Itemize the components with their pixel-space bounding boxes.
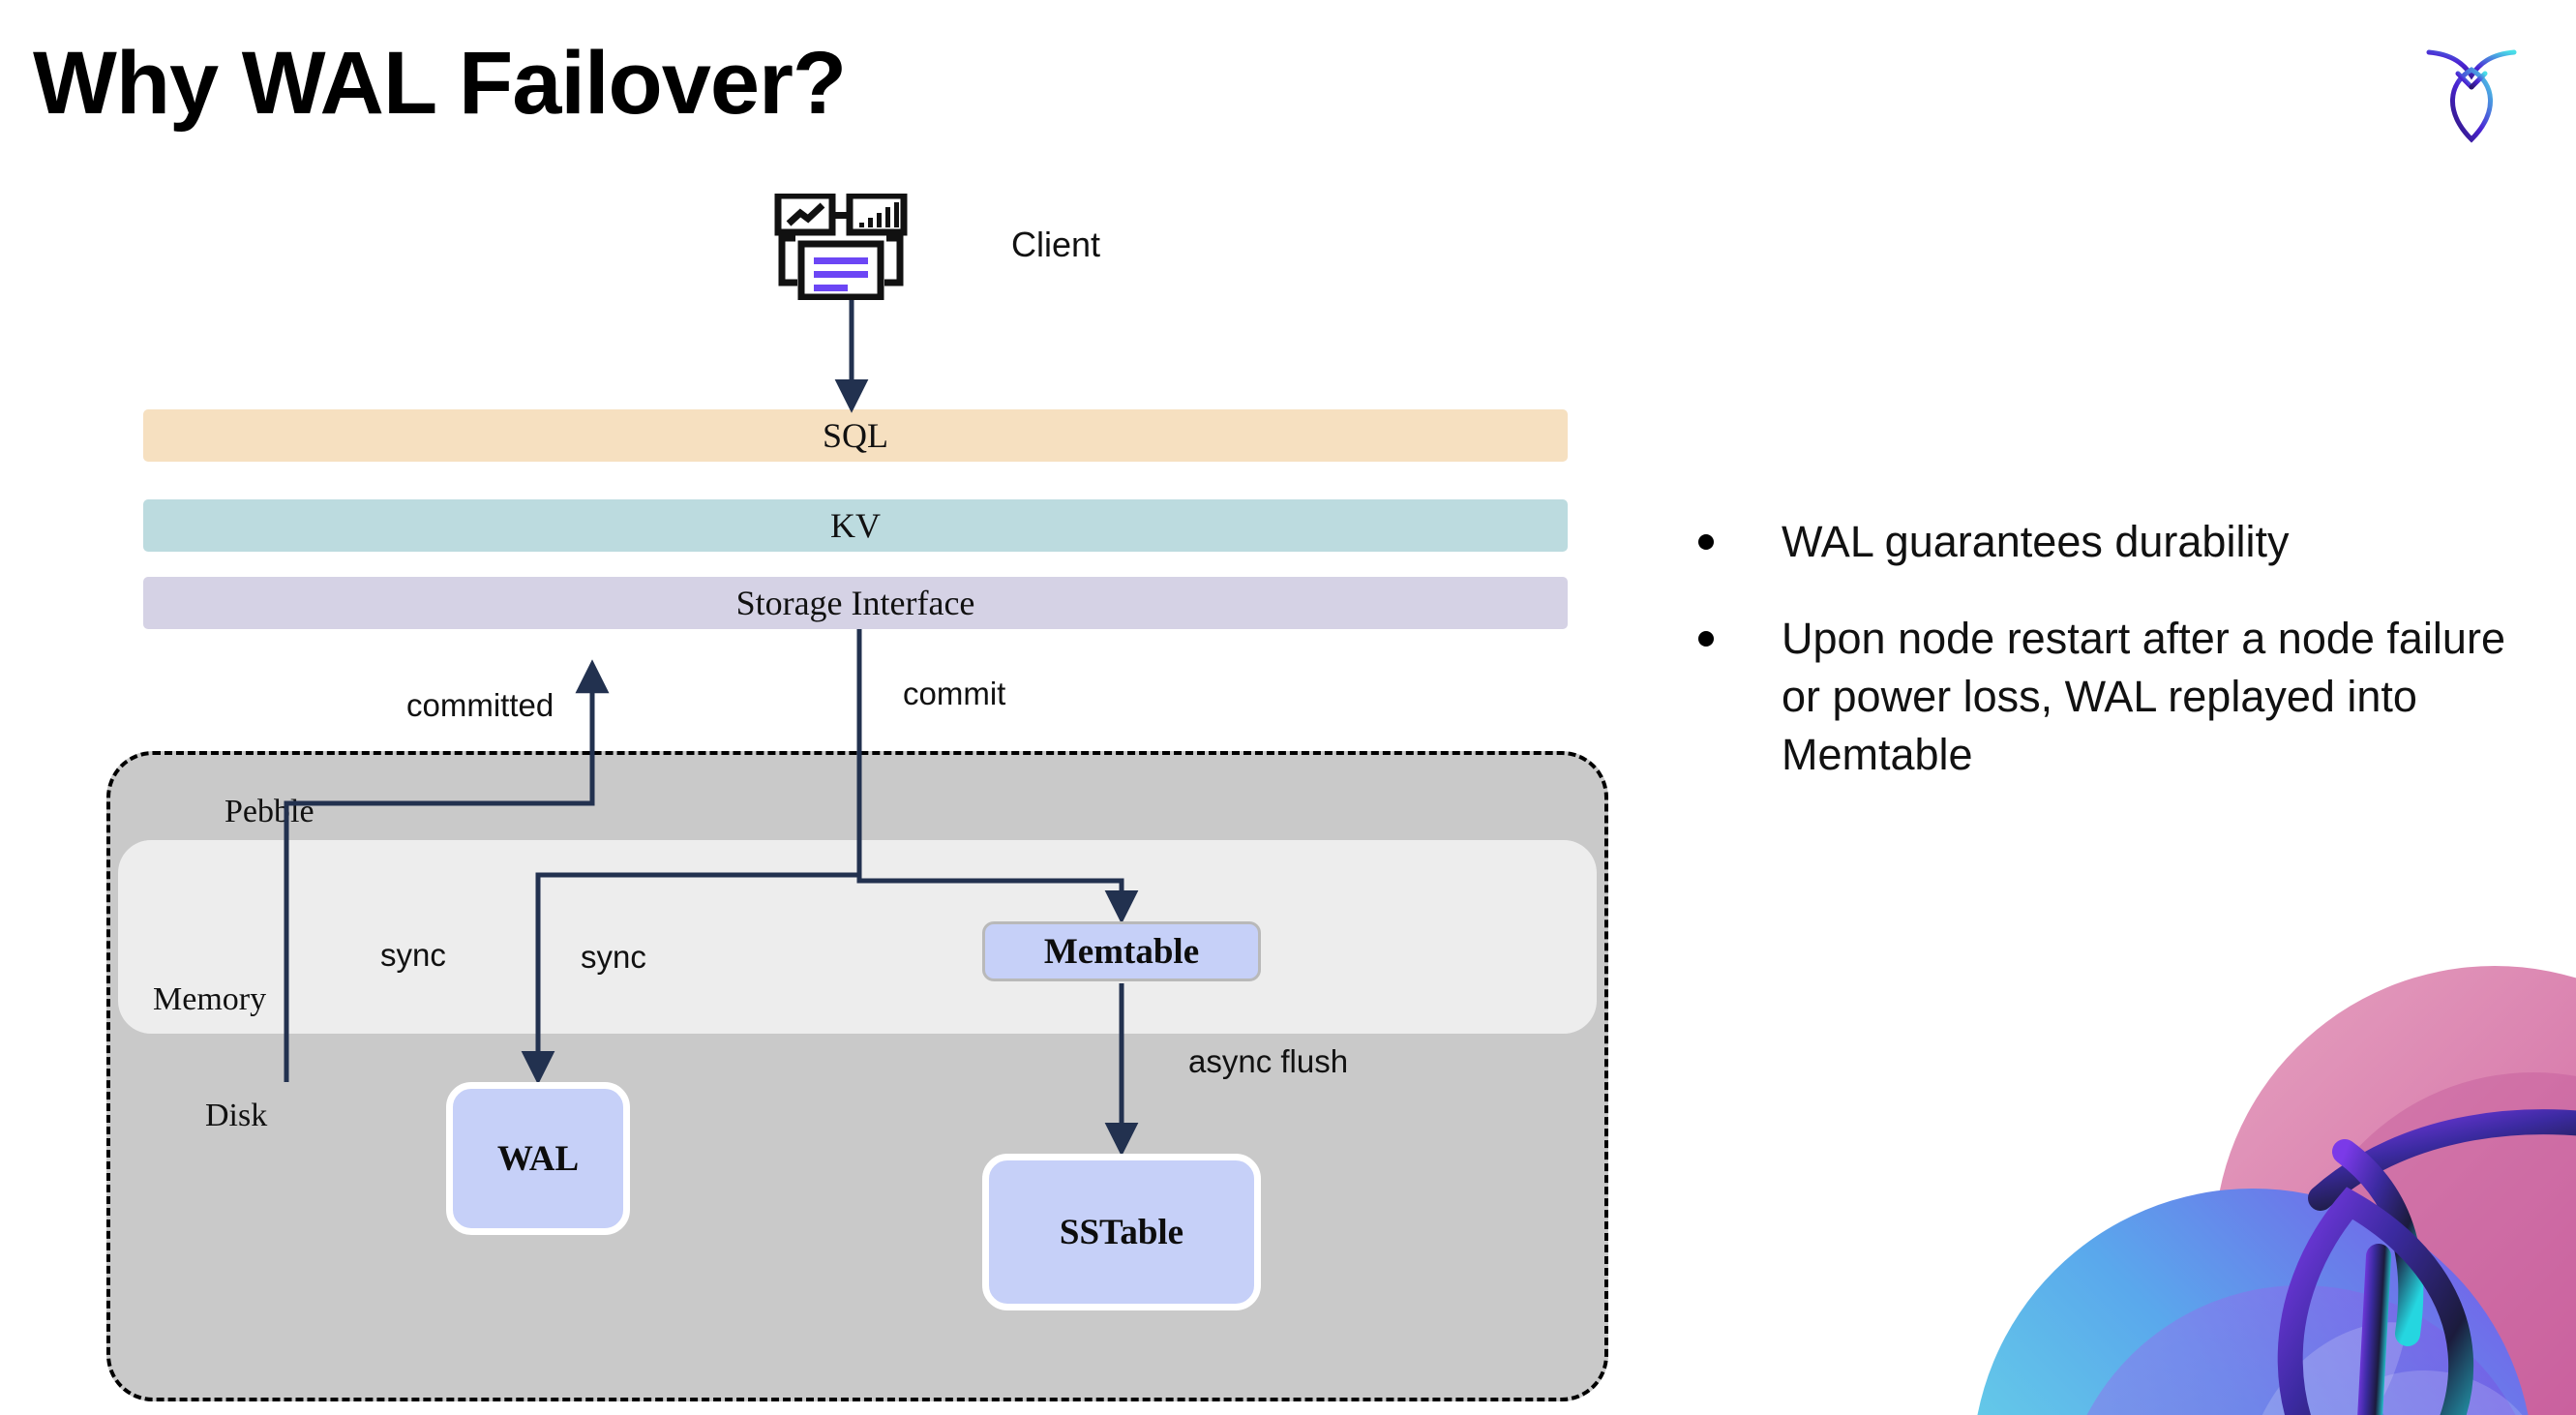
page-title: Why WAL Failover? (33, 34, 847, 133)
node-sstable: SSTable (982, 1154, 1261, 1310)
edge-label-async-flush: async flush (1188, 1043, 1349, 1079)
memory-region (118, 840, 1597, 1034)
edge-label-commit: commit (903, 676, 1006, 711)
cockroach-circles-artwork (1953, 927, 2576, 1415)
bullet-dot-icon (1698, 534, 1714, 550)
list-item: Upon node restart after a node failure o… (1698, 610, 2531, 784)
layer-bar-kv: KV (143, 499, 1568, 552)
bullet-text: Upon node restart after a node failure o… (1782, 613, 2505, 779)
bullet-text: WAL guarantees durability (1782, 517, 2290, 566)
layer-bar-storage-interface: Storage Interface (143, 577, 1568, 629)
node-wal: WAL (446, 1082, 630, 1235)
bullet-list: WAL guarantees durability Upon node rest… (1698, 513, 2531, 822)
edge-label-sync-right: sync (581, 939, 646, 975)
cockroachdb-logo (2413, 31, 2530, 147)
bullet-dot-icon (1698, 630, 1714, 647)
memory-label: Memory (153, 981, 267, 1017)
layer-bar-sql: SQL (143, 409, 1568, 462)
list-item: WAL guarantees durability (1698, 513, 2531, 571)
node-memtable: Memtable (982, 921, 1261, 981)
pebble-label: Pebble (225, 794, 315, 829)
disk-label: Disk (205, 1098, 268, 1133)
client-label: Client (1011, 225, 1101, 264)
edge-label-committed: committed (406, 687, 554, 723)
edge-label-sync-left: sync (380, 937, 446, 973)
client-dashboard-icon (774, 192, 929, 301)
